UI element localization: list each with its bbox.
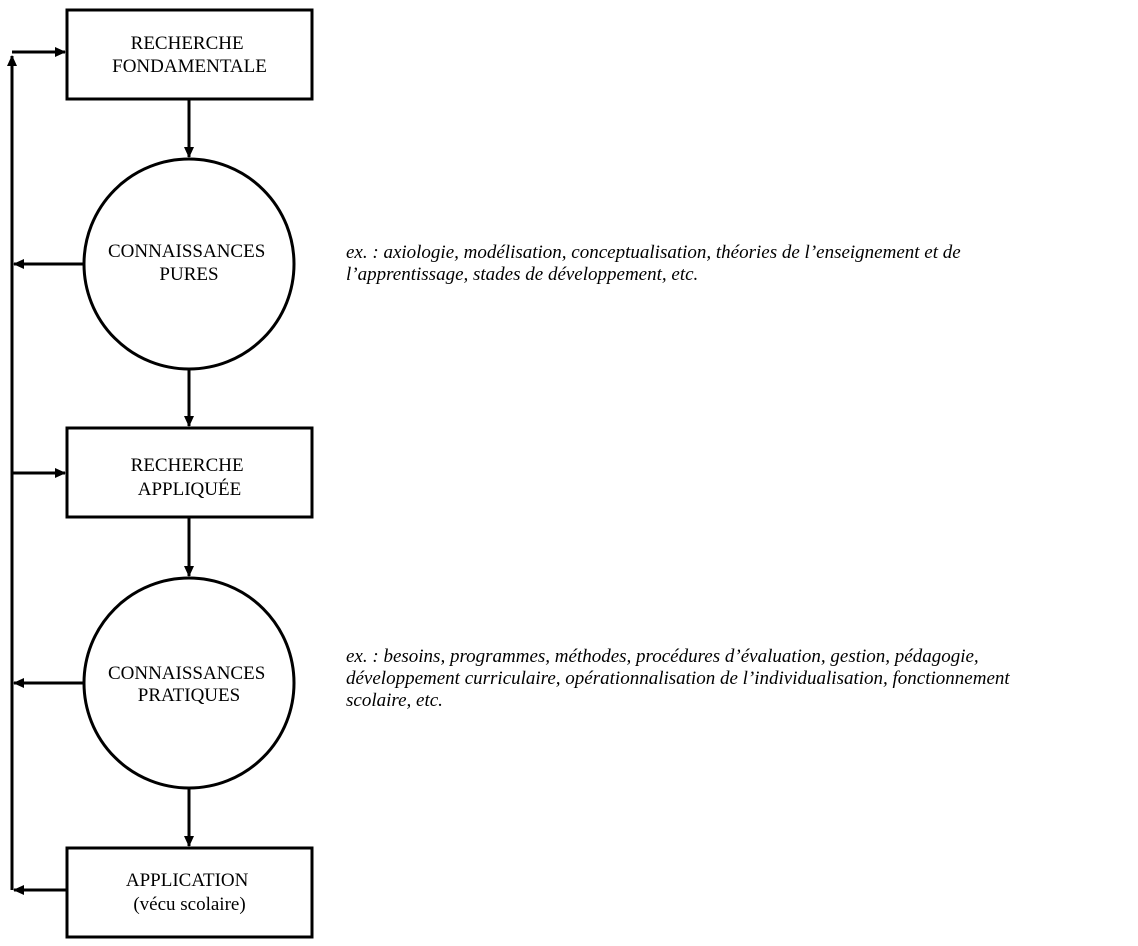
node-recherche-fondamentale: RECHERCHE FONDAMENTALE xyxy=(65,8,314,101)
node-connaissances-pures-line-1: CONNAISSANCES xyxy=(108,241,265,262)
node-connaissances-pures-line-2: PURES xyxy=(159,264,218,285)
svg-text:APPLICATION (vécu scolai: APPLICATION (vécu scolaire) xyxy=(126,870,253,915)
note-pures-line-2: l’apprentissage, stades de développement… xyxy=(346,264,699,285)
node-connaissances-pures: CONNAISSANCES PURES xyxy=(82,157,296,371)
note-connaissances-pratiques-examples: ex. : besoins, programmes, méthodes, pro… xyxy=(346,646,1010,712)
note-pratiques-line-1: ex. : besoins, programmes, méthodes, pro… xyxy=(346,646,979,667)
node-connaissances-pratiques: CONNAISSANCES PRATIQUES xyxy=(82,576,296,790)
svg-text:RECHERCHE FONDAMENTALE: RECHERCHE FONDAMENTALE xyxy=(112,33,267,77)
node-connaissances-pratiques-line-2: PRATIQUES xyxy=(138,685,240,706)
note-connaissances-pures-examples: ex. : axiologie, modélisation, conceptua… xyxy=(346,242,961,286)
svg-text:CONNAISSANCES PRATIQUES: CONNAISSANCES PRATIQUES xyxy=(108,663,270,706)
node-connaissances-pratiques-line-1: CONNAISSANCES xyxy=(108,663,265,684)
note-pures-line-1: ex. : axiologie, modélisation, conceptua… xyxy=(346,242,961,263)
node-application: APPLICATION (vécu scolaire) xyxy=(65,846,314,939)
node-application-line-1: APPLICATION xyxy=(126,870,249,891)
svg-text:RECHERCHE APPLIQUÉE: RECHERCHE APPLIQUÉE xyxy=(131,455,249,500)
note-pratiques-line-2: développement curriculaire, opérationnal… xyxy=(346,668,1010,689)
node-recherche-appliquee: RECHERCHE APPLIQUÉE xyxy=(65,426,314,519)
node-recherche-fondamentale-line-2: FONDAMENTALE xyxy=(112,56,267,77)
svg-text:CONNAISSANCES PURES: CONNAISSANCES PURES xyxy=(108,241,270,285)
node-recherche-appliquee-line-1: RECHERCHE xyxy=(131,455,244,476)
node-application-line-2: (vécu scolaire) xyxy=(133,894,245,915)
node-recherche-appliquee-line-2: APPLIQUÉE xyxy=(138,478,241,500)
node-recherche-fondamentale-line-1: RECHERCHE xyxy=(131,33,244,54)
note-pratiques-line-3: scolaire, etc. xyxy=(346,690,443,711)
